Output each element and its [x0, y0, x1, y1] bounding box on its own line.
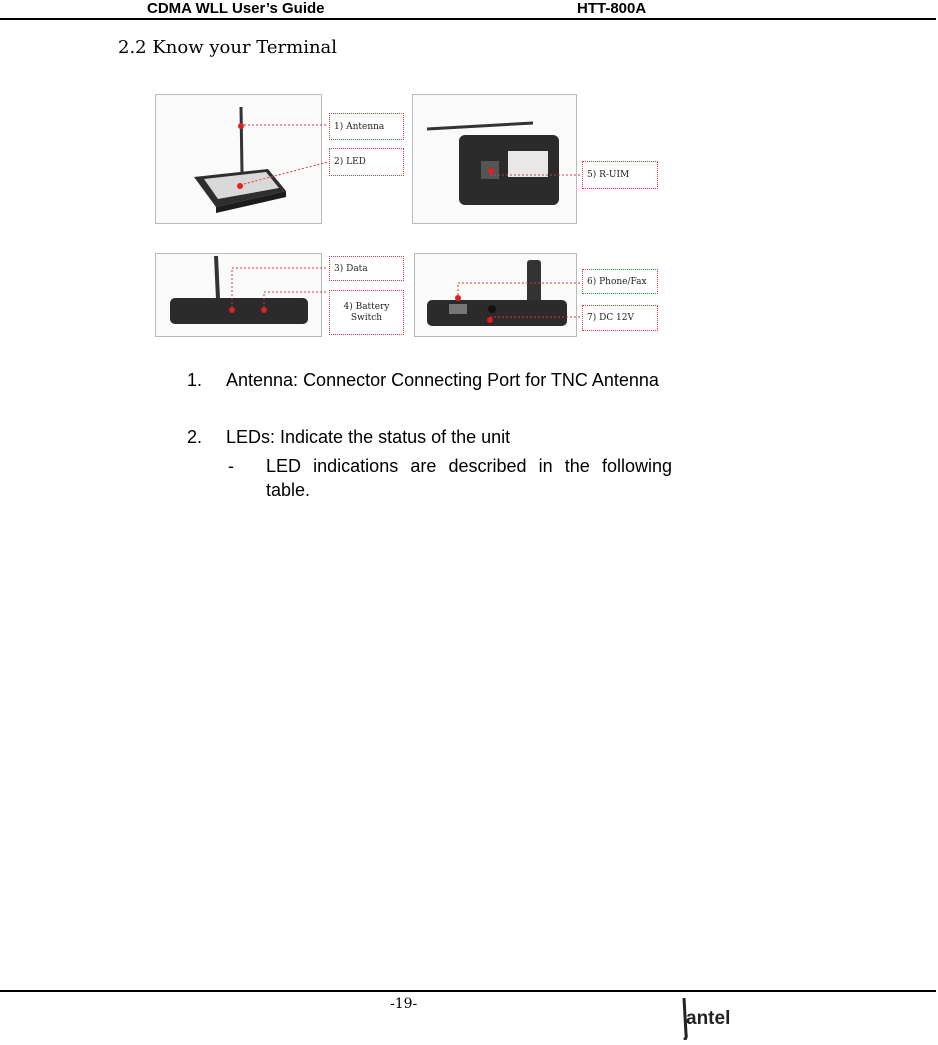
terminal-front-illustration [194, 106, 286, 213]
leader-line-ruim [490, 174, 582, 176]
leader-lines-side [231, 267, 328, 308]
photo-side-view [155, 253, 322, 337]
photo-back-view [412, 94, 577, 224]
photo-rear-view [414, 253, 577, 337]
terminal-rear-illustration [427, 260, 567, 326]
leader-lines-front [240, 124, 329, 185]
callout-battery-line2: Switch [350, 312, 383, 323]
battery-switch-marker [261, 307, 267, 313]
footer-rule [0, 990, 936, 992]
hantel-logo-mark: antel [682, 997, 730, 1042]
terminal-side-illustration [170, 255, 308, 324]
list-item: 1. Antenna: Connector Connecting Port fo… [187, 368, 672, 392]
phone-fax-marker [455, 295, 461, 301]
callout-ruim: 5) R-UIM [582, 161, 658, 189]
list-item-text: LEDs: Indicate the status of the unit [226, 427, 511, 447]
dc-marker [487, 317, 493, 323]
callout-led: 2) LED [329, 148, 404, 176]
leader-lines-rear [457, 282, 582, 318]
antenna-marker [238, 123, 244, 129]
hantel-logo: antel [676, 994, 746, 1042]
sub-list-item: - LED indications are described in the f… [187, 454, 672, 502]
section-title: 2.2 Know your Terminal [118, 37, 338, 58]
terminal-back-illustration [426, 121, 559, 205]
header-guide-title: CDMA WLL User’s Guide [147, 0, 325, 17]
svg-text:antel: antel [686, 1008, 730, 1029]
callout-battery-switch: 4) Battery Switch [329, 290, 404, 335]
callout-battery-line1: 4) Battery [343, 301, 390, 312]
data-marker [229, 307, 235, 313]
callout-antenna: 1) Antenna [329, 113, 404, 140]
list-item-number: 2. [187, 427, 203, 447]
header-rule [0, 18, 936, 20]
ruim-marker [488, 168, 494, 174]
header-model: HTT-800A [577, 0, 647, 17]
callout-phone-fax: 6) Phone/Fax [582, 269, 658, 294]
sub-list-text: LED indications are described in the fol… [266, 456, 672, 500]
list-item-text: Antenna: Connector Connecting Port for T… [226, 370, 659, 390]
sub-list-dash: - [228, 456, 234, 476]
list-item: 2. LEDs: Indicate the status of the unit [187, 425, 672, 449]
callout-dc: 7) DC 12V [582, 305, 658, 331]
list-item-number: 1. [187, 370, 203, 390]
callout-data: 3) Data [329, 256, 404, 281]
feature-list: 1. Antenna: Connector Connecting Port fo… [187, 368, 672, 502]
page-number: -19- [390, 996, 418, 1012]
photo-front-view [155, 94, 322, 224]
